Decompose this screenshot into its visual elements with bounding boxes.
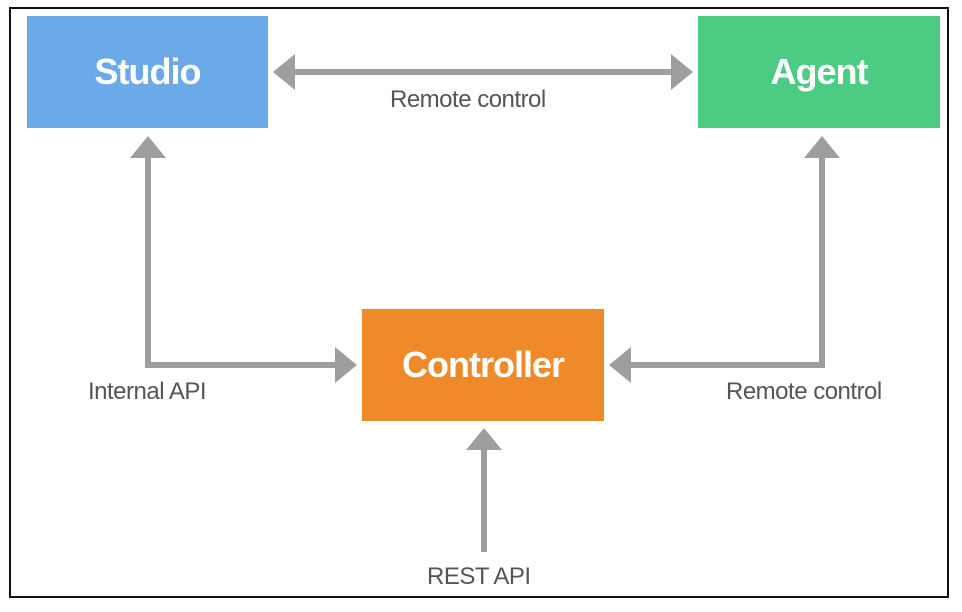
- arrowhead-left-controller: [609, 347, 631, 383]
- arrowhead-left-studio: [273, 54, 295, 90]
- arrow-controller-studio-line: [145, 154, 340, 368]
- arrowhead-right-agent: [671, 54, 693, 90]
- arrowhead-right-controller: [335, 347, 357, 383]
- arrow-controller-agent-line: [630, 154, 825, 368]
- edge-label-internal-api: Internal API: [88, 378, 207, 405]
- agent-node: Agent: [698, 16, 940, 128]
- controller-node: Controller: [362, 309, 604, 421]
- controller-label: Controller: [401, 344, 565, 385]
- edge-label-studio-agent: Remote control: [390, 86, 546, 113]
- edge-label-rest-api: REST API: [427, 563, 531, 590]
- agent-label: Agent: [770, 51, 869, 92]
- studio-label: Studio: [94, 51, 202, 92]
- edge-label-controller-agent: Remote control: [726, 378, 882, 405]
- studio-node: Studio: [27, 16, 268, 128]
- arrowhead-up-agent: [804, 136, 840, 158]
- arrowhead-up-studio: [130, 136, 166, 158]
- arrowhead-up-controller: [466, 428, 502, 450]
